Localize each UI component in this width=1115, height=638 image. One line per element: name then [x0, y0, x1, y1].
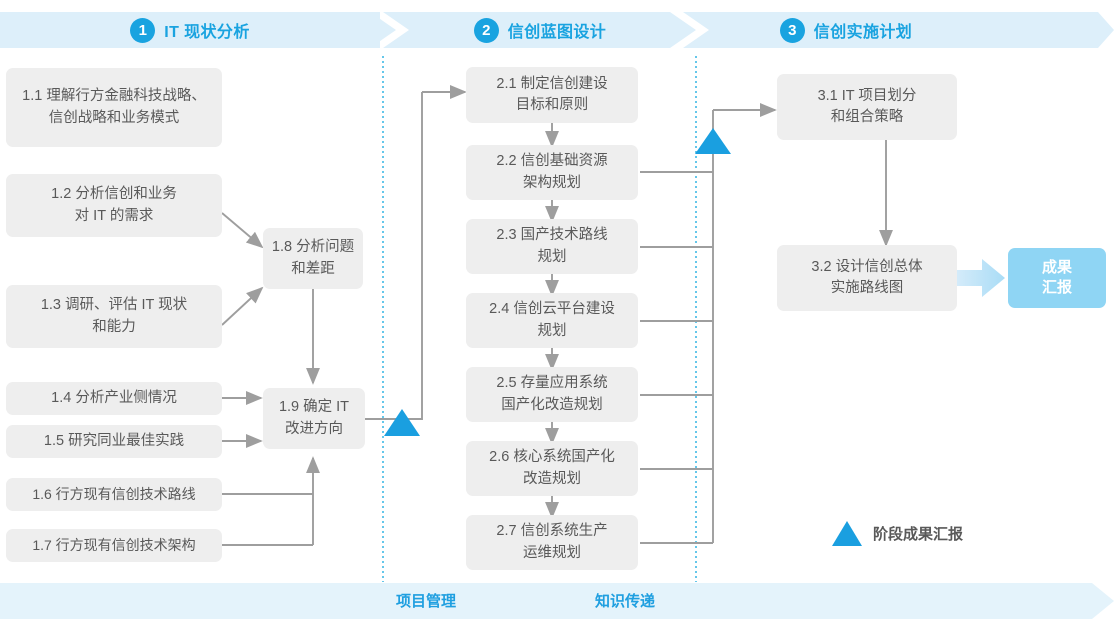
phase-title-3: 信创实施计划 — [813, 24, 913, 41]
milestone-triangle-phase2 — [695, 128, 731, 154]
node-2-1[interactable]: 2.1 制定信创建设 目标和原则 — [466, 67, 638, 123]
phase-number-1: 1 — [130, 17, 156, 43]
phase-header-3: 3 信创实施计划 — [696, 12, 996, 48]
phase-number-2: 2 — [473, 17, 499, 43]
result-report-label: 成果 汇报 — [1041, 258, 1072, 296]
node-1-9[interactable]: 1.9 确定 IT 改进方向 — [263, 388, 365, 449]
node-3-2-label: 3.2 设计信创总体 实施路线图 — [811, 258, 923, 296]
node-2-4-label: 2.4 信创云平台建设 规划 — [489, 301, 615, 339]
milestone-triangle-icon — [832, 521, 862, 546]
legend: 阶段成果汇报 — [832, 521, 963, 546]
phase-title-1: IT 现状分析 — [164, 24, 250, 41]
node-1-4-label: 1.4 分析产业侧情况 — [51, 389, 177, 406]
legend-label: 阶段成果汇报 — [873, 526, 964, 543]
node-3-1[interactable]: 3.1 IT 项目划分 和组合策略 — [777, 74, 957, 140]
node-1-2-label: 1.2 分析信创和业务 对 IT 的需求 — [51, 186, 177, 224]
node-2-4[interactable]: 2.4 信创云平台建设 规划 — [466, 293, 638, 348]
milestone-triangle-phase1 — [384, 409, 420, 436]
node-2-2-label: 2.2 信创基础资源 架构规划 — [496, 153, 608, 191]
phase-number-3: 3 — [779, 17, 805, 43]
node-2-7[interactable]: 2.7 信创系统生产 运维规划 — [466, 515, 638, 570]
phase-title-2: 信创蓝图设计 — [507, 24, 607, 41]
node-2-3[interactable]: 2.3 国产技术路线 规划 — [466, 219, 638, 274]
node-2-3-label: 2.3 国产技术路线 规划 — [496, 227, 608, 265]
node-1-1[interactable]: 1.1 理解行方金融科技战略、 信创战略和业务模式 — [6, 68, 222, 147]
node-2-6-label: 2.6 核心系统国产化 改造规划 — [489, 449, 615, 487]
node-2-5[interactable]: 2.5 存量应用系统 国产化改造规划 — [466, 367, 638, 422]
node-1-8-label: 1.8 分析问题 和差距 — [271, 239, 355, 277]
node-1-3-label: 1.3 调研、评估 IT 现状 和能力 — [40, 297, 188, 335]
node-2-5-label: 2.5 存量应用系统 国产化改造规划 — [496, 375, 608, 413]
footer-item-knowledge-transfer: 知识传递 — [595, 593, 656, 610]
node-1-4[interactable]: 1.4 分析产业侧情况 — [6, 382, 222, 415]
node-1-7[interactable]: 1.7 行方现有信创技术架构 — [6, 529, 222, 562]
node-1-9-label: 1.9 确定 IT 改进方向 — [278, 399, 350, 437]
result-arrow — [955, 259, 1005, 297]
node-3-1-label: 3.1 IT 项目划分 和组合策略 — [817, 87, 917, 125]
node-1-2[interactable]: 1.2 分析信创和业务 对 IT 的需求 — [6, 174, 222, 237]
node-1-6[interactable]: 1.6 行方现有信创技术路线 — [6, 478, 222, 511]
phase-header-1: 1 IT 现状分析 — [0, 12, 380, 48]
node-1-5[interactable]: 1.5 研究同业最佳实践 — [6, 425, 222, 458]
node-2-1-label: 2.1 制定信创建设 目标和原则 — [496, 75, 608, 113]
node-2-6[interactable]: 2.6 核心系统国产化 改造规划 — [466, 441, 638, 496]
result-report-box[interactable]: 成果 汇报 — [1008, 248, 1106, 308]
node-1-3[interactable]: 1.3 调研、评估 IT 现状 和能力 — [6, 285, 222, 348]
node-2-2[interactable]: 2.2 信创基础资源 架构规划 — [466, 145, 638, 200]
node-1-5-label: 1.5 研究同业最佳实践 — [43, 432, 185, 449]
phase-header-2: 2 信创蓝图设计 — [396, 12, 684, 48]
node-3-2[interactable]: 3.2 设计信创总体 实施路线图 — [777, 245, 957, 311]
node-1-1-label: 1.1 理解行方金融科技战略、 信创战略和业务模式 — [22, 88, 206, 126]
node-1-6-label: 1.6 行方现有信创技术路线 — [32, 486, 196, 503]
node-1-7-label: 1.7 行方现有信创技术架构 — [32, 537, 196, 554]
footer-item-project-management: 项目管理 — [396, 593, 457, 610]
node-1-8[interactable]: 1.8 分析问题 和差距 — [263, 228, 363, 289]
node-2-7-label: 2.7 信创系统生产 运维规划 — [496, 523, 608, 561]
